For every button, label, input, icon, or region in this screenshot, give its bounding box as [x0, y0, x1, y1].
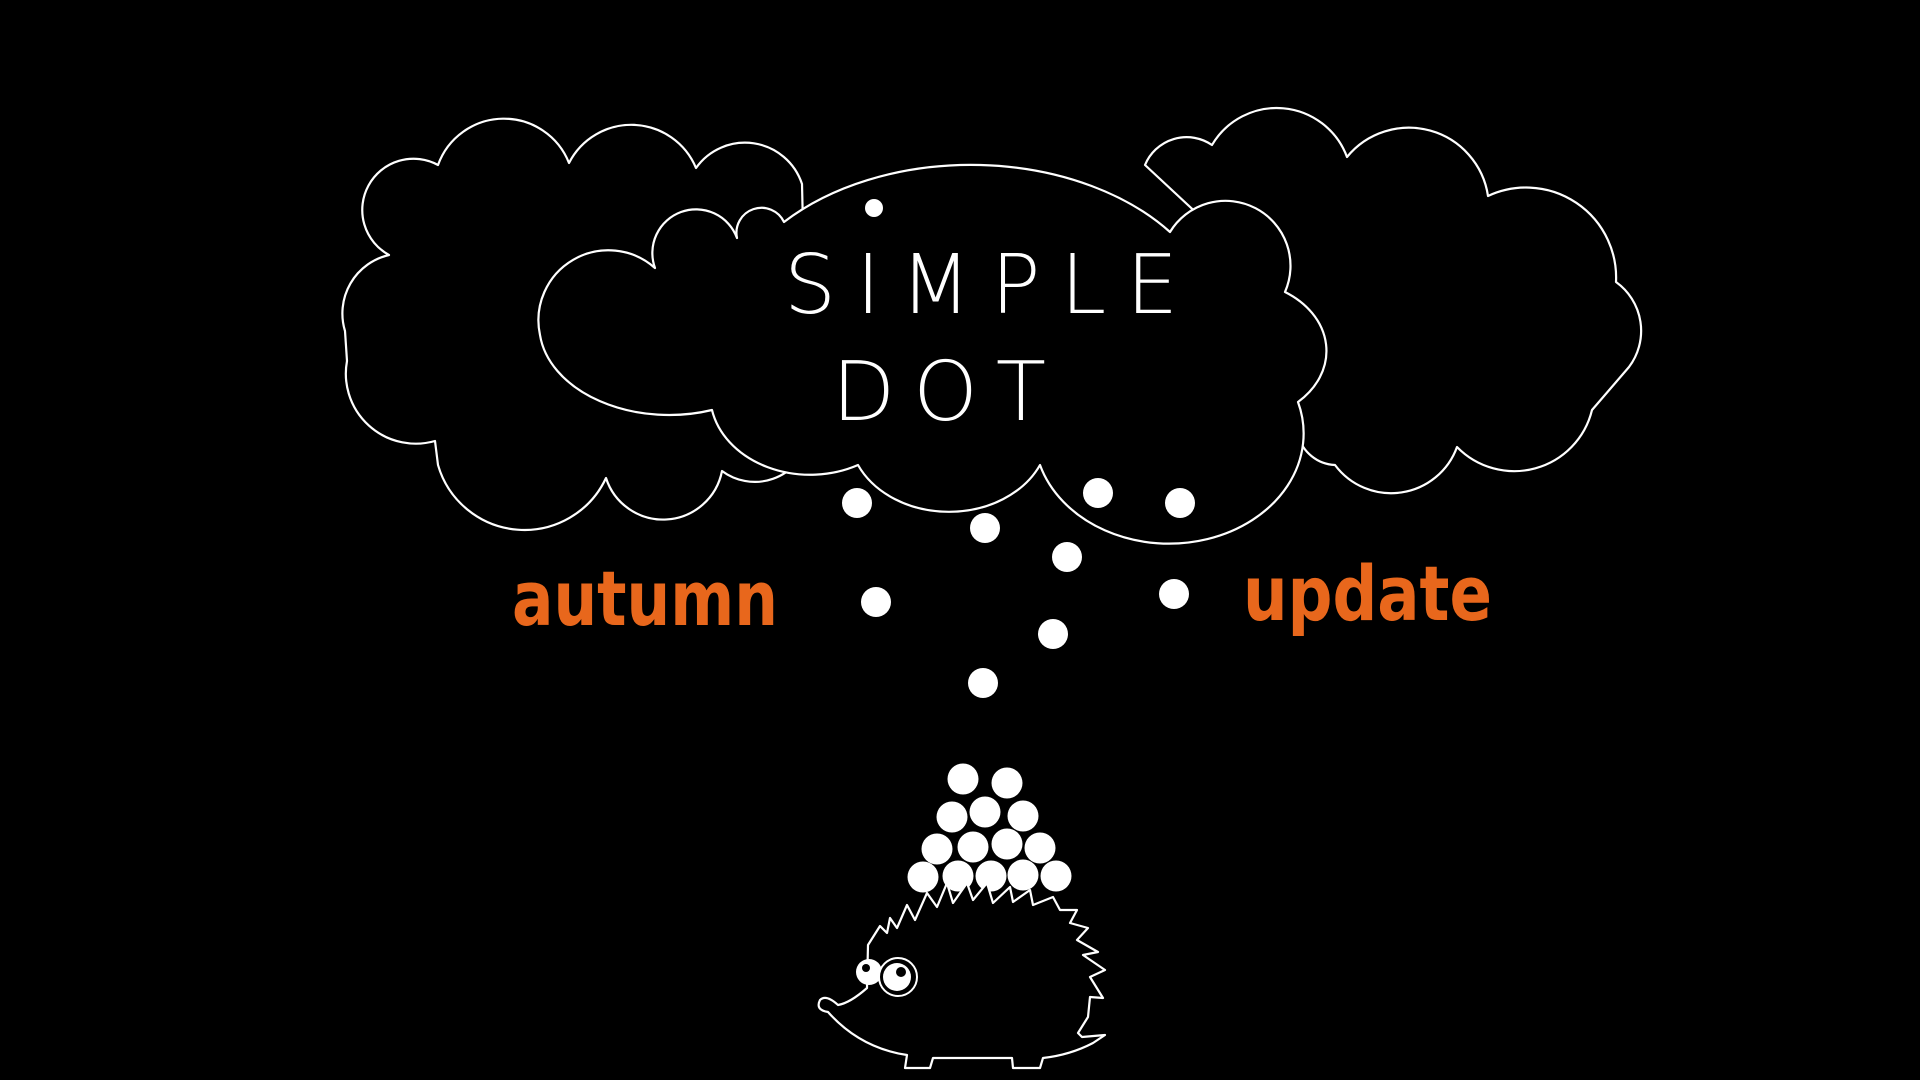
hedgehog-icon: [817, 881, 1107, 1070]
dot-icon: [936, 801, 968, 833]
dot-icon: [921, 833, 953, 865]
logo-line-2: DOT: [832, 345, 1046, 440]
dot-icon: [1165, 488, 1195, 518]
dot-icon: [861, 587, 891, 617]
dot-icon: [865, 199, 883, 217]
dot-icon: [842, 488, 872, 518]
dot-icon: [1024, 832, 1056, 864]
dot-icon: [968, 668, 998, 698]
dot-icon: [1040, 860, 1072, 892]
right-cloud-icon: [1143, 106, 1643, 495]
center-cloud-icon: [537, 163, 1328, 545]
dot-icon: [1007, 800, 1039, 832]
hedgehog-eye-left: [856, 959, 882, 985]
dot-icon: [947, 763, 979, 795]
tagline-update: update: [1243, 549, 1492, 638]
dot-icon: [1038, 619, 1068, 649]
dot-icon: [991, 767, 1023, 799]
dot-icon: [957, 831, 989, 863]
dot-icon: [1159, 579, 1189, 609]
dot-stack: [907, 763, 1072, 893]
dot-icon: [1052, 542, 1082, 572]
dot-icon: [970, 513, 1000, 543]
falling-dots: [842, 199, 1195, 698]
dot-icon: [969, 796, 1001, 828]
dot-icon: [907, 861, 939, 893]
hedgehog-eye-right: [883, 963, 911, 991]
dot-icon: [1007, 859, 1039, 891]
dot-icon: [975, 860, 1007, 892]
tagline-autumn: autumn: [512, 554, 778, 643]
dot-icon: [991, 828, 1023, 860]
dot-icon: [1083, 478, 1113, 508]
